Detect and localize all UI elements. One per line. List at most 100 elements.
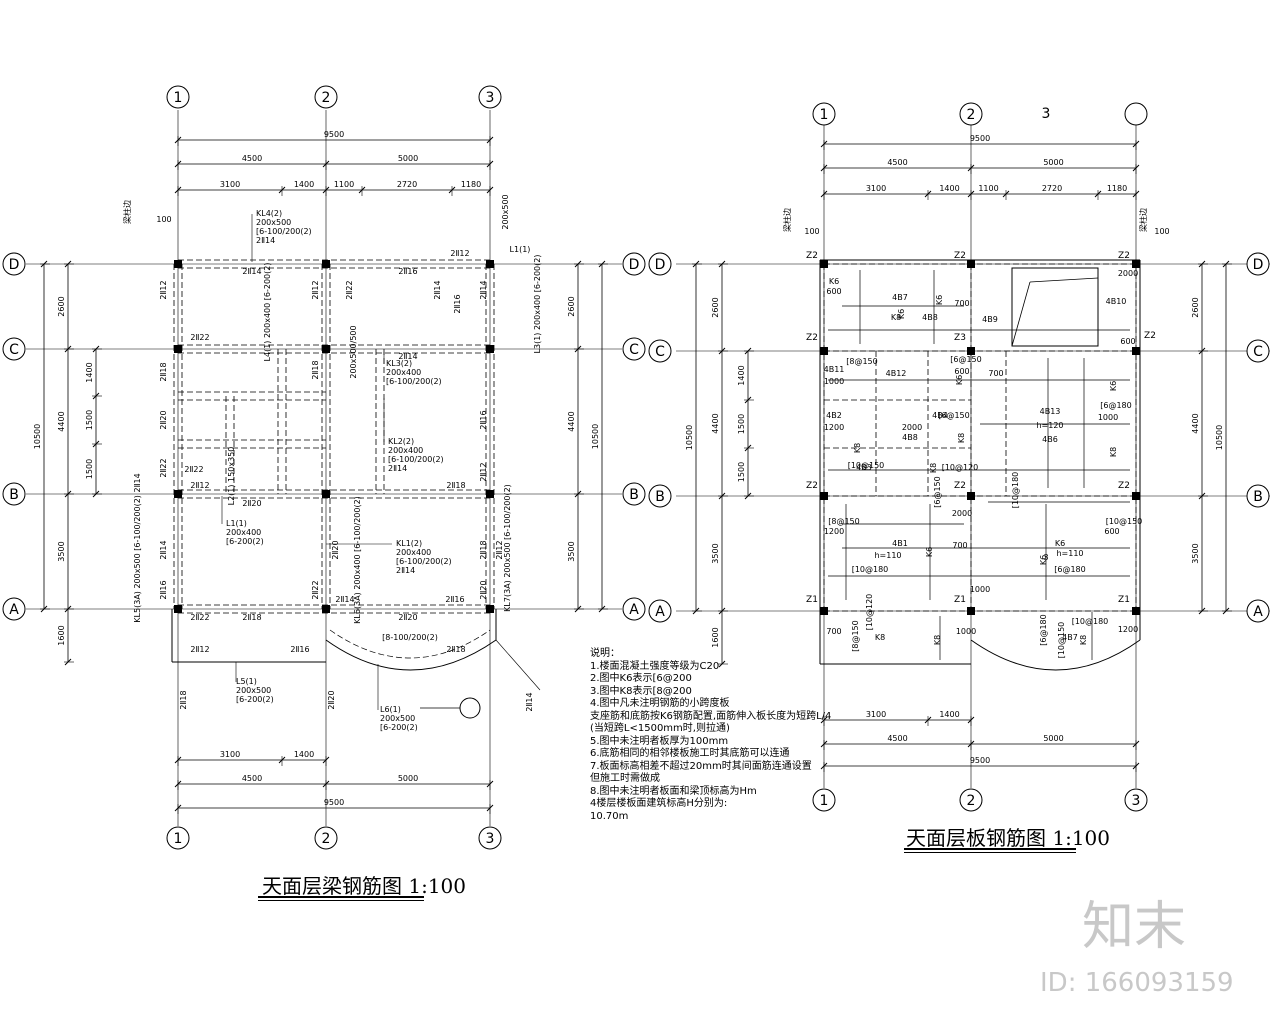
- curved-balcony-edge: [325, 639, 497, 671]
- note-item: 6.底筋相同的相邻楼板施工时其底筋可以连通: [590, 748, 790, 759]
- dimension-label: 1400: [85, 362, 94, 382]
- rebar-spec: [8@150: [851, 620, 860, 651]
- axis-bubble: [1124, 102, 1148, 126]
- beam-callout: 2Ⅱ14: [396, 566, 415, 575]
- rebar-mark: 2Ⅱ18: [242, 613, 261, 622]
- rebar-spec: [10@180: [1011, 472, 1020, 509]
- dimension-label: 4500: [887, 158, 907, 167]
- column-mark: [820, 492, 828, 500]
- dimension-label: 1400: [294, 180, 314, 189]
- slab-mark: 4B8: [922, 313, 938, 322]
- rebar-spec: [6@180: [1039, 614, 1048, 645]
- rebar-mark: 2Ⅱ16: [479, 410, 488, 429]
- rebar-spec: [10@120: [942, 463, 979, 472]
- length-label: 1200: [824, 527, 844, 536]
- axis-bubble-label: A: [629, 602, 639, 618]
- column-mark: [1132, 607, 1140, 615]
- column-mark-label: Z2: [954, 481, 966, 491]
- rebar-mark: 2Ⅱ20: [331, 540, 340, 559]
- beam-callout: 200x400: [386, 368, 421, 377]
- dimension-label: 9500: [324, 130, 344, 139]
- rebar-spec: [6@180: [1100, 401, 1131, 410]
- notes-heading: 说明：: [590, 648, 620, 659]
- beam-callout: KL3(2): [386, 359, 412, 368]
- column-mark-label: Z2: [1118, 481, 1130, 491]
- column-mark-label: Z1: [1118, 595, 1130, 605]
- note-item: 3.图中K8表示[8@200: [590, 685, 692, 697]
- rebar-mark: 2Ⅱ22: [345, 280, 354, 299]
- length-label: 700: [954, 299, 969, 308]
- slab-mark: K6: [897, 309, 906, 319]
- axis-bubble-label: 1: [820, 107, 829, 123]
- axis-bubble: [959, 788, 983, 812]
- beam-callout: KL4(2): [256, 209, 282, 218]
- rebar-mark: 2Ⅱ12: [450, 249, 469, 258]
- note-item: 10.70m: [590, 810, 629, 822]
- rebar-mark: 2Ⅱ20: [398, 613, 417, 622]
- length-label: 600: [826, 287, 841, 296]
- axis-bubble-label: B: [629, 487, 639, 503]
- dimension-label: 1500: [85, 410, 94, 430]
- rebar-mark: 2Ⅱ14: [242, 267, 261, 276]
- dimension-label: 1600: [711, 627, 720, 647]
- stair-line: [1011, 281, 1031, 347]
- axis-bubble: [622, 252, 646, 276]
- rebar-spec: [10@180: [1072, 617, 1109, 626]
- beam-callout: KL1(2): [396, 539, 422, 548]
- column-mark: [1132, 492, 1140, 500]
- vertical-beam-callout: L4(1) 200x400 [6-200(2): [263, 263, 272, 362]
- rebar-mark: 2Ⅱ12: [479, 462, 488, 481]
- beam-callout: 200x500: [256, 218, 291, 227]
- axis-bubble-label: 2: [967, 793, 976, 809]
- rebar-mark: 2Ⅱ22: [311, 580, 320, 599]
- dimension-label: 3100: [220, 750, 240, 759]
- rebar-spec: [6@180: [1054, 565, 1085, 574]
- rebar-spec: [8@150: [846, 357, 877, 366]
- axis-bubble-label: 2: [967, 107, 976, 123]
- axis-bubble-label: A: [655, 604, 665, 620]
- axis-bubble-label: 2: [322, 831, 331, 847]
- dimension-label: 9500: [970, 756, 990, 765]
- slab-mark: K8: [875, 633, 885, 642]
- slab-mark: 4B7: [1062, 633, 1078, 642]
- dimension-label: 1400: [939, 184, 959, 193]
- axis-bubble: [812, 788, 836, 812]
- axis-bubble-label: A: [9, 602, 19, 618]
- length-label: 2000: [952, 509, 972, 518]
- beam-callout: 200x500: [380, 714, 415, 723]
- length-label: 1200: [1118, 625, 1138, 634]
- beam-callout: L5(1): [236, 677, 257, 686]
- note-item: 7.板面标高相差不超过20mm时其间面筋连通设置: [590, 760, 812, 772]
- column-mark: [1132, 347, 1140, 355]
- misc-label: 200x500/500: [349, 325, 358, 378]
- stair-line: [1029, 277, 1099, 283]
- axis-bubble: [2, 337, 26, 361]
- column-mark: [1132, 260, 1140, 268]
- axis-bubble-label: B: [9, 487, 19, 503]
- axis-bubble-label: 3: [1132, 793, 1141, 809]
- axis-bubble: [2, 597, 26, 621]
- beam-callout: [6-100/200(2): [386, 377, 442, 386]
- dimension-label: 4400: [567, 411, 576, 431]
- misc-label: [8-100/200(2): [382, 633, 438, 642]
- axis-bubble-label: C: [9, 342, 19, 358]
- length-label: 600: [1120, 337, 1135, 346]
- dimension-label: 4500: [242, 154, 262, 163]
- dimension-label: 10500: [685, 425, 694, 450]
- vertical-beam-callout: L3(1) 200x400 [6-200(2): [533, 255, 542, 354]
- column-mark: [322, 605, 330, 613]
- axis-bubble: [648, 252, 672, 276]
- dimension-label: 2720: [1042, 184, 1062, 193]
- rebar-spec: [6@150: [938, 411, 969, 420]
- axis-bubble: [1124, 788, 1148, 812]
- misc-label: 2Ⅱ22: [184, 465, 203, 474]
- beam-callout: [6-100/200(2): [396, 557, 452, 566]
- slab-mark: K6: [829, 277, 839, 286]
- axis-bubble-label: 1: [174, 831, 183, 847]
- dimension-label: 1400: [939, 710, 959, 719]
- axis-bubble-label: A: [1253, 604, 1263, 620]
- axis-bubble-label: 2: [322, 90, 331, 106]
- axis-bubble: [1246, 339, 1270, 363]
- axis-bubble-label: 1: [174, 90, 183, 106]
- dimension-label: 5000: [1043, 158, 1063, 167]
